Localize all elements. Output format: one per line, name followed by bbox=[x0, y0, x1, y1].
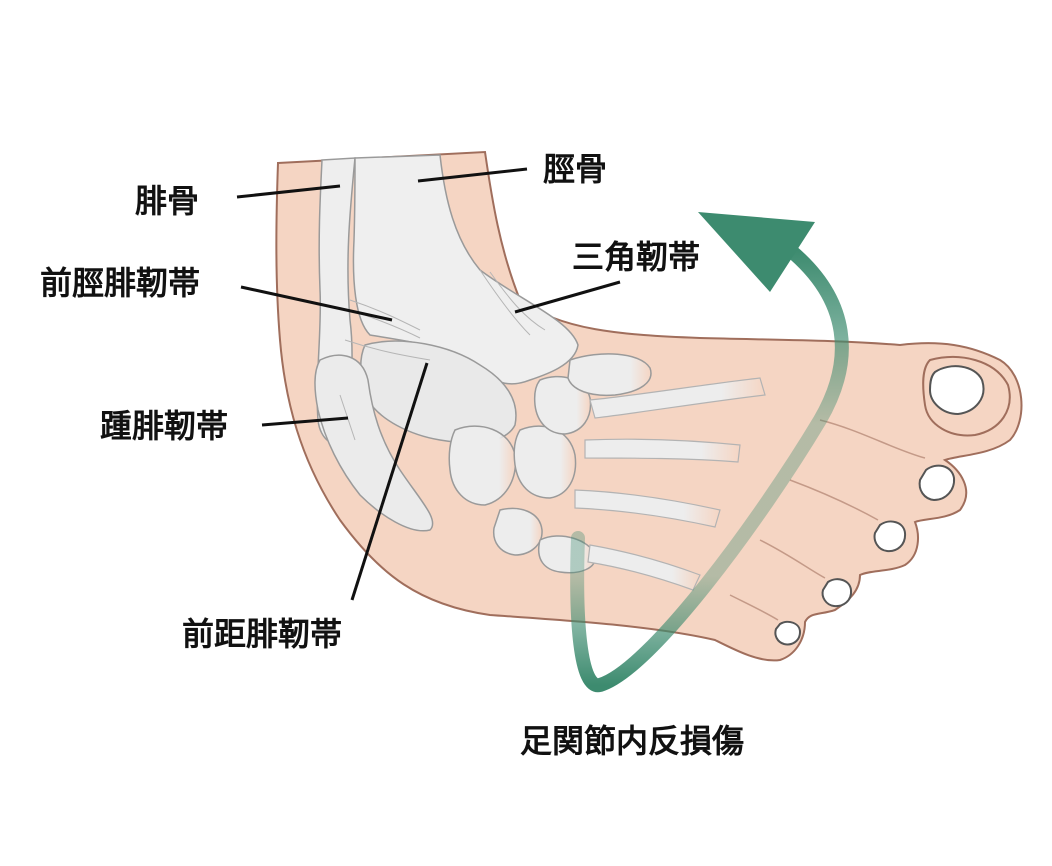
toe-3-nail bbox=[873, 520, 907, 553]
leader-atifl bbox=[240, 285, 393, 322]
leader-deltoid bbox=[514, 280, 621, 314]
calcaneus-bone bbox=[314, 354, 434, 532]
leader-lines bbox=[236, 167, 621, 601]
leader-cfl bbox=[261, 416, 349, 427]
leader-atfl bbox=[350, 362, 429, 601]
inversion-arrow-icon bbox=[570, 212, 849, 693]
caption: 足関節内反損傷 bbox=[520, 722, 744, 760]
leader-tibia bbox=[417, 167, 528, 183]
toe-4-nail bbox=[821, 578, 853, 608]
leader-fibula bbox=[236, 184, 341, 199]
label-fibula: 腓骨 bbox=[135, 182, 199, 220]
label-tibia: 脛骨 bbox=[543, 150, 607, 188]
label-anterior-talofibular-ligament: 前距腓靭帯 bbox=[182, 615, 342, 653]
toe-2-nail bbox=[918, 464, 956, 502]
toe-5-nail bbox=[774, 620, 802, 646]
big-toe-nail bbox=[928, 365, 985, 416]
label-calcaneofibular-ligament: 踵腓靭帯 bbox=[100, 407, 228, 445]
label-anterior-tibiofibular-ligament: 前脛腓靭帯 bbox=[40, 264, 200, 302]
ankle-bones bbox=[314, 154, 766, 591]
label-deltoid-ligament: 三角靭帯 bbox=[572, 238, 700, 276]
